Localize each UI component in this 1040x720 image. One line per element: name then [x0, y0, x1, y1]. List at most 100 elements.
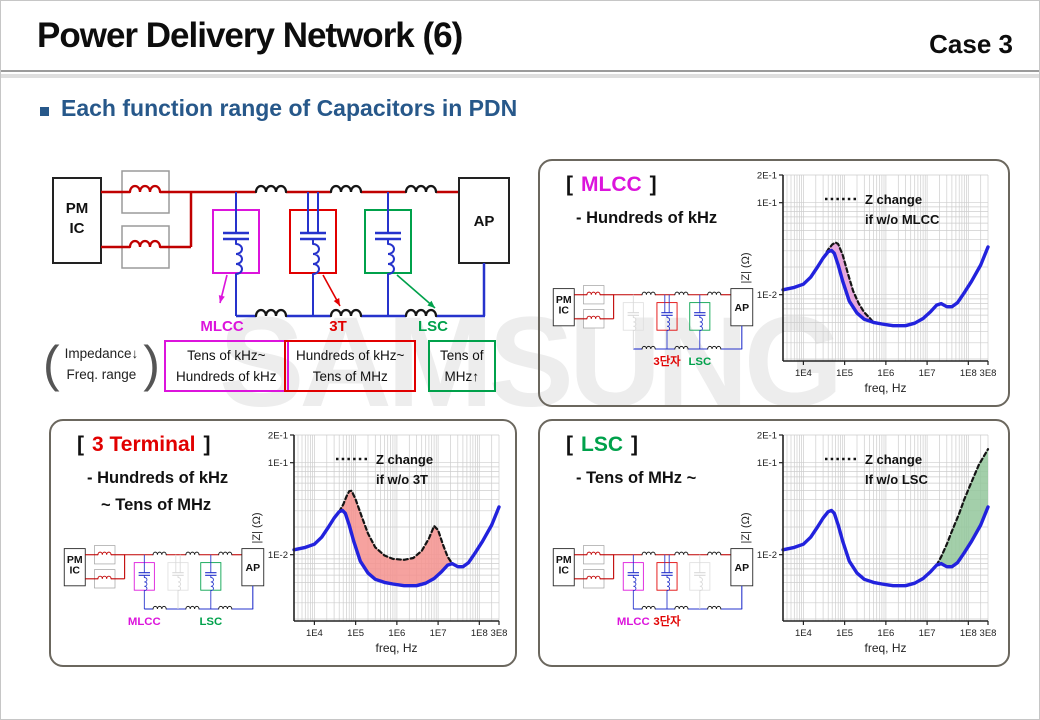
svg-text:1E4: 1E4 [795, 628, 812, 639]
svg-text:1E5: 1E5 [347, 628, 364, 639]
svg-text:AP: AP [735, 302, 750, 314]
legend-line-2: If w/o LSC [865, 472, 928, 487]
legend-line-1: Z change [865, 452, 922, 467]
svg-text:2E-1: 2E-1 [268, 431, 288, 442]
panel-mlcc-range: - Hundreds of kHz [576, 205, 717, 232]
svg-text:PM: PM [67, 554, 83, 566]
svg-text:3E8: 3E8 [980, 628, 997, 639]
panel-range-line: - Hundreds of kHz [576, 209, 718, 227]
panel-3t-title: 3 Terminal [92, 433, 196, 456]
y-axis-label: |Z| (Ω) [740, 512, 752, 543]
bracket-close: ] [203, 433, 211, 456]
svg-text:PM: PM [66, 200, 89, 217]
legend-line-2: if w/o MLCC [865, 212, 940, 227]
title-divider-dark [1, 70, 1039, 72]
branch-label-3T: 3T [329, 318, 347, 335]
title-divider-light [1, 74, 1039, 78]
svg-text:IC: IC [559, 565, 570, 577]
svg-text:IC: IC [559, 305, 570, 317]
svg-text:1E8: 1E8 [471, 628, 488, 639]
impedance-freq-range-note: ( Impedance↓ Freq. range ) [43, 335, 160, 393]
svg-text:1E6: 1E6 [877, 628, 894, 639]
branch-label-LSC: LSC [418, 318, 448, 335]
mlcc-range-box: Tens of kHz~ Hundreds of kHz [164, 340, 289, 392]
legend-line-1: Z change [376, 452, 433, 467]
bullet-marker [40, 107, 49, 116]
range-line: Hundreds of kHz~ [296, 348, 405, 363]
panel-lsc-header: [ LSC] [566, 433, 638, 457]
range-line: Tens of MHz [312, 369, 388, 384]
panel-mlcc-title: MLCC [581, 173, 642, 196]
x-axis-label: freq, Hz [864, 381, 906, 395]
lsc-range-box: Tens of MHz↑ [428, 340, 496, 392]
x-axis-label: freq, Hz [375, 641, 417, 655]
svg-text:1E-2: 1E-2 [757, 550, 777, 561]
svg-text:AP: AP [246, 562, 261, 574]
branch-label: LSC [688, 356, 711, 368]
svg-text:1E7: 1E7 [430, 628, 447, 639]
case-label: Case 3 [929, 29, 1013, 59]
left-paren: ( [43, 336, 60, 392]
svg-text:1E-1: 1E-1 [757, 198, 777, 209]
range-line: Hundreds of kHz [176, 369, 277, 384]
panel-mlcc-header: [MLCC] [566, 173, 657, 197]
x-axis-label: freq, Hz [864, 641, 906, 655]
bracket-open: [ [566, 173, 573, 196]
svg-text:3E8: 3E8 [980, 368, 997, 379]
svg-text:PM: PM [556, 294, 572, 306]
svg-text:2E-1: 2E-1 [757, 431, 777, 442]
panel-lsc-range: - Tens of MHz ~ [576, 465, 696, 492]
svg-text:1E-1: 1E-1 [268, 458, 288, 469]
branch-label: MLCC [617, 616, 650, 628]
right-paren: ) [143, 336, 160, 392]
panel-range-line: - Tens of MHz ~ [576, 469, 697, 487]
range-line: Tens of kHz~ [187, 348, 266, 363]
branch-label: MLCC [128, 616, 161, 628]
svg-text:3E8: 3E8 [491, 628, 508, 639]
panel-3-terminal: [3 Terminal] - Hundreds of kHz ~ Tens of … [49, 419, 517, 667]
svg-text:1E8: 1E8 [960, 628, 977, 639]
branch-label: LSC [199, 616, 222, 628]
svg-text:1E5: 1E5 [836, 628, 853, 639]
bracket-open: [ [566, 433, 573, 456]
svg-text:1E5: 1E5 [836, 368, 853, 379]
y-axis-label: |Z| (Ω) [740, 252, 752, 283]
svg-text:1E6: 1E6 [877, 368, 894, 379]
svg-text:1E-2: 1E-2 [757, 290, 777, 301]
svg-text:1E6: 1E6 [388, 628, 405, 639]
note-line-2: Freq. range [66, 367, 137, 382]
svg-text:PM: PM [556, 554, 572, 566]
panel-3t-range: - Hundreds of kHz ~ Tens of MHz [87, 465, 228, 519]
svg-text:AP: AP [735, 562, 750, 574]
panel-lsc-title: LSC [581, 433, 623, 456]
svg-text:1E4: 1E4 [795, 368, 812, 379]
bracket-close: ] [631, 433, 638, 456]
note-line-1: Impedance↓ [64, 346, 139, 361]
bracket-open: [ [77, 433, 84, 456]
section-heading: Each function range of Capacitors in PDN [61, 95, 518, 121]
branch-label-MLCC: MLCC [200, 318, 243, 335]
panel-range-line: - Hundreds of kHz [87, 469, 229, 487]
three-terminal-range-box: Hundreds of kHz~ Tens of MHz [284, 340, 417, 392]
svg-text:1E-2: 1E-2 [268, 550, 288, 561]
svg-text:1E8: 1E8 [960, 368, 977, 379]
branch-label: 3단자 [653, 354, 681, 368]
svg-text:IC: IC [70, 565, 81, 577]
panel-range-line: ~ Tens of MHz [101, 496, 212, 514]
svg-text:1E7: 1E7 [919, 368, 936, 379]
svg-text:1E7: 1E7 [919, 628, 936, 639]
legend-line-2: if w/o 3T [376, 472, 428, 487]
svg-text:2E-1: 2E-1 [757, 171, 777, 182]
branch-label: 3단자 [653, 614, 681, 628]
range-line: Tens of [440, 348, 484, 363]
svg-text:1E-1: 1E-1 [757, 458, 777, 469]
svg-text:1E4: 1E4 [306, 628, 323, 639]
